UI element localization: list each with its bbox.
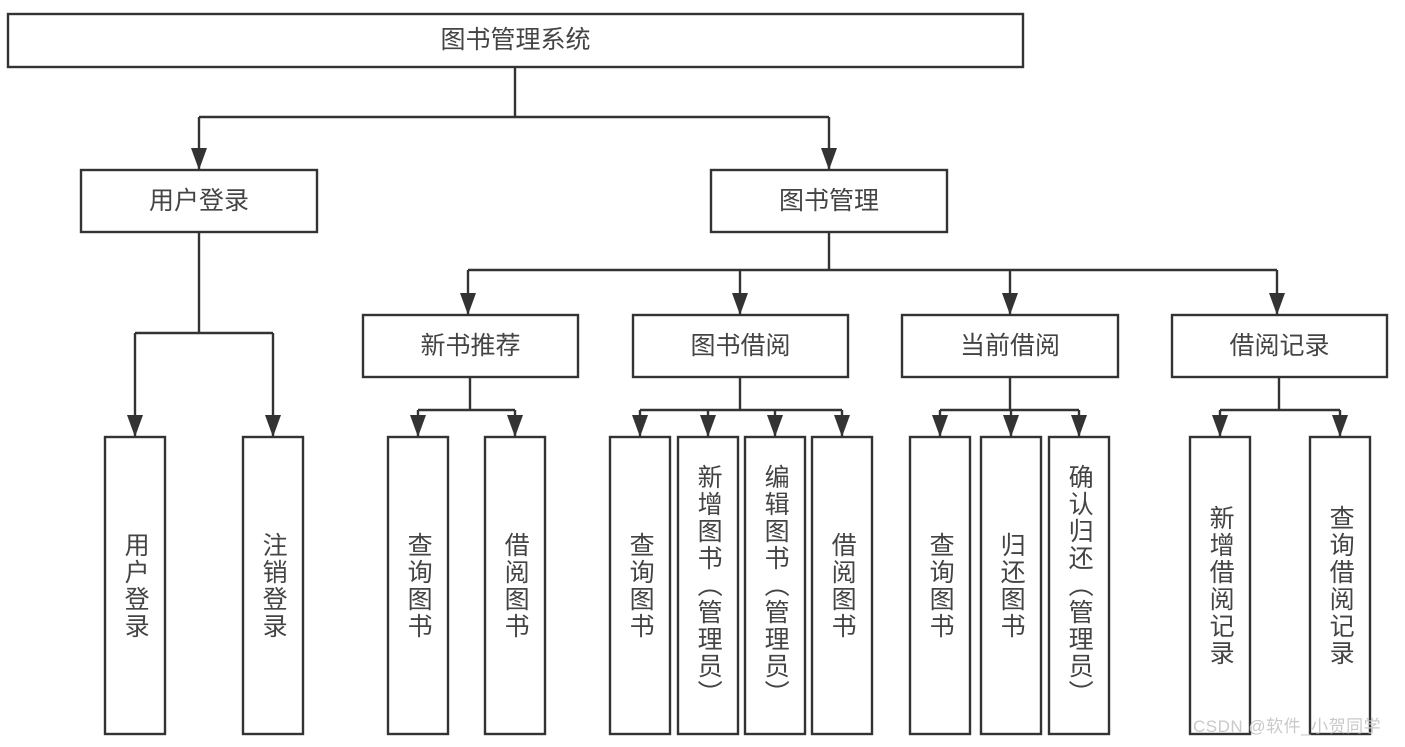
node-box-leaf-add-record[interactable] xyxy=(1188,435,1252,736)
arrow-head-icon xyxy=(632,415,648,437)
connector-bookmanage-to-level2 xyxy=(460,232,1285,315)
connector-root-to-level1 xyxy=(191,67,837,170)
node-box-user-login[interactable] xyxy=(79,168,319,234)
node-box-leaf-query-book-1[interactable] xyxy=(386,435,450,736)
node-box-borrow-record[interactable] xyxy=(1170,313,1389,379)
node-box-leaf-user-login[interactable] xyxy=(103,435,167,736)
connector-bookborrow-to-leaves xyxy=(632,377,850,437)
arrow-head-icon xyxy=(767,415,783,437)
arrow-head-icon xyxy=(732,293,748,315)
csdn-watermark: CSDN @软件_小贺同学 xyxy=(1193,717,1382,736)
connector-userlogin-to-leaves xyxy=(127,232,281,437)
arrow-head-icon xyxy=(700,415,716,437)
node-box-leaf-logout[interactable] xyxy=(241,435,305,736)
node-box-leaf-query-record[interactable] xyxy=(1308,435,1372,736)
node-box-leaf-edit-book[interactable] xyxy=(743,435,807,736)
node-box-book-manage[interactable] xyxy=(709,168,949,234)
node-box-leaf-query-book-3[interactable] xyxy=(908,435,972,736)
connectors-layer xyxy=(127,67,1348,437)
node-box-leaf-confirm-return[interactable] xyxy=(1047,435,1111,736)
arrow-head-icon xyxy=(1071,415,1087,437)
arrow-head-icon xyxy=(507,415,523,437)
arrow-head-icon xyxy=(460,293,476,315)
node-box-leaf-add-book[interactable] xyxy=(676,435,740,736)
arrow-head-icon xyxy=(191,148,207,170)
nodes-layer xyxy=(6,12,1389,736)
arrow-head-icon xyxy=(1002,293,1018,315)
connector-currentborrow-to-leaves xyxy=(932,377,1087,437)
arrow-head-icon xyxy=(127,415,143,437)
node-box-root[interactable] xyxy=(6,12,1025,69)
arrow-head-icon xyxy=(1212,415,1228,437)
node-box-current-borrow[interactable] xyxy=(900,313,1120,379)
arrow-head-icon xyxy=(410,415,426,437)
arrow-head-icon xyxy=(834,415,850,437)
node-box-leaf-borrow-book-2[interactable] xyxy=(810,435,874,736)
arrow-head-icon xyxy=(932,415,948,437)
node-box-leaf-borrow-book-1[interactable] xyxy=(483,435,547,736)
arrow-head-icon xyxy=(821,148,837,170)
arrow-head-icon xyxy=(1332,415,1348,437)
arrow-head-icon xyxy=(265,415,281,437)
node-box-new-book-rec[interactable] xyxy=(361,313,580,379)
arrow-head-icon xyxy=(1003,415,1019,437)
arrow-head-icon xyxy=(1269,293,1285,315)
node-box-leaf-query-book-2[interactable] xyxy=(608,435,672,736)
connector-borrowrecord-to-leaves xyxy=(1212,377,1348,437)
node-box-book-borrow[interactable] xyxy=(631,313,850,379)
connector-newbook-to-leaves xyxy=(410,377,523,437)
node-box-leaf-return-book[interactable] xyxy=(979,435,1043,736)
